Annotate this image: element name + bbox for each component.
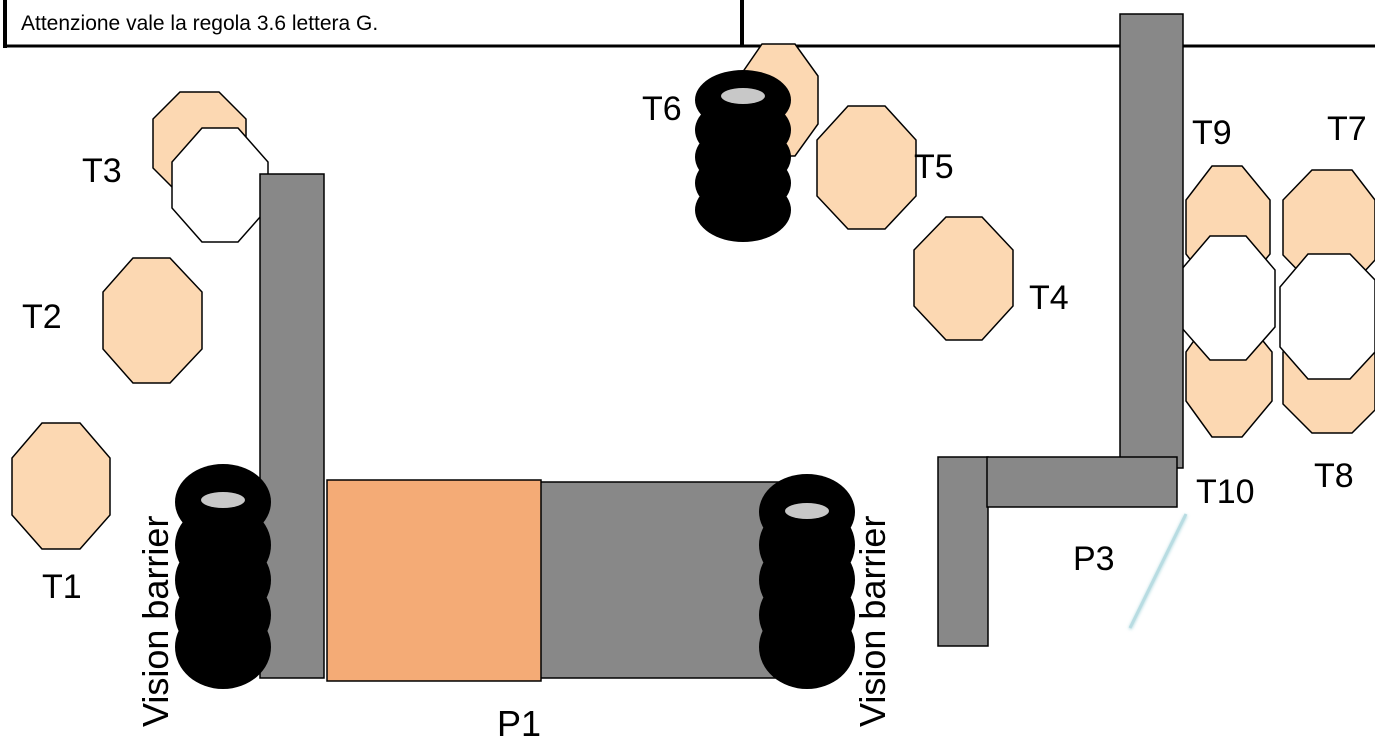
tire-stack-t6 [695, 70, 791, 242]
tire-top [721, 88, 765, 104]
p3-vertical-wall [1119, 13, 1184, 469]
p3-light-line [1128, 513, 1188, 629]
cone-t7-white [1279, 253, 1375, 380]
cone-t4 [913, 216, 1014, 341]
label-vision-barrier-right: Vision barrier [852, 516, 893, 727]
label-t9: T9 [1192, 114, 1232, 152]
label-t5: T5 [914, 148, 954, 186]
label-t8: T8 [1314, 457, 1354, 495]
label-t10: T10 [1196, 473, 1255, 511]
tire-top [201, 492, 245, 508]
cone-t3-white [171, 127, 269, 243]
label-t1: T1 [42, 568, 82, 606]
p3-left-post [937, 456, 989, 647]
label-t6: T6 [642, 90, 682, 128]
label-p3: P3 [1073, 540, 1115, 578]
note-text: Attenzione vale la regola 3.6 lettera G. [21, 12, 378, 35]
label-t3: T3 [82, 152, 122, 190]
tire-top [785, 503, 829, 519]
label-t4: T4 [1029, 279, 1069, 317]
p3-horizontal-wall [986, 456, 1178, 508]
label-vision-barrier-left: Vision barrier [135, 516, 176, 727]
tire-stack-right [759, 474, 855, 689]
tire-stack-left [175, 464, 271, 689]
cone-t1 [11, 422, 111, 550]
cones [11, 43, 1375, 550]
p1-right-block [539, 481, 793, 679]
cone-t5 [816, 105, 917, 230]
label-p1: P1 [497, 703, 541, 740]
cone-t9-white [1180, 235, 1276, 361]
label-t7: T7 [1327, 110, 1367, 148]
label-t2: T2 [22, 298, 62, 336]
p1-left-wall [259, 173, 325, 679]
cone-t2 [102, 257, 203, 384]
p1-parking-box [326, 479, 542, 682]
